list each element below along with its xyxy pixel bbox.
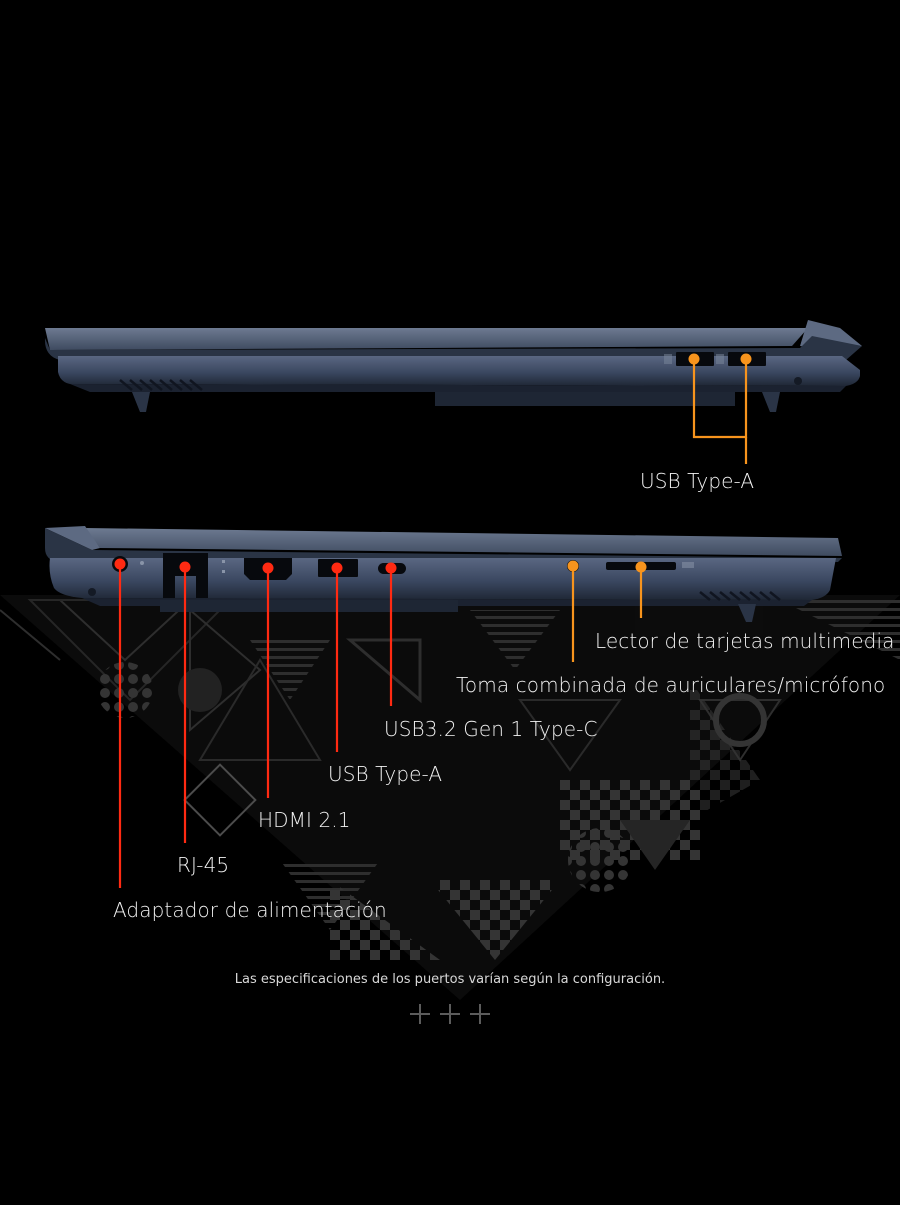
label-usb-type-a-left: USB Type-A — [328, 762, 443, 786]
vent-grille — [699, 591, 781, 601]
callout-dot-usb-a-1 — [688, 353, 700, 365]
label-usb-type-c: USB3.2 Gen 1 Type-C — [384, 717, 598, 741]
callout-layer — [114, 353, 752, 888]
label-hdmi: HDMI 2.1 — [258, 808, 351, 832]
vent-grille — [119, 379, 203, 391]
laptop-right-side — [44, 320, 863, 412]
callout-dot-rj45 — [179, 561, 191, 573]
callout-dot-usb-type-c — [385, 562, 397, 574]
callout-dot-usb-a-2 — [740, 353, 752, 365]
label-card-reader: Lector de tarjetas multimedia — [595, 629, 895, 653]
callout-dot-card-reader — [635, 561, 647, 573]
label-audio-combo-jack: Toma combinada de auriculares/micrófono — [456, 673, 886, 697]
label-rj45: RJ-45 — [177, 853, 230, 877]
background-pattern — [0, 595, 900, 1024]
label-power-adapter: Adaptador de alimentación — [113, 898, 387, 922]
callout-dot-hdmi — [262, 562, 274, 574]
callout-dot-power-adapter — [114, 558, 126, 570]
callout-dot-usb-type-a-left — [331, 562, 343, 574]
footnote: Las especificaciones de los puertos varí… — [234, 972, 666, 987]
lock-slot-icon — [794, 377, 802, 385]
label-usb-type-a-right: USB Type-A — [640, 469, 755, 493]
callout-dot-audio-combo-jack — [567, 560, 579, 572]
callout-line-usb-type-a-right — [692, 359, 748, 439]
